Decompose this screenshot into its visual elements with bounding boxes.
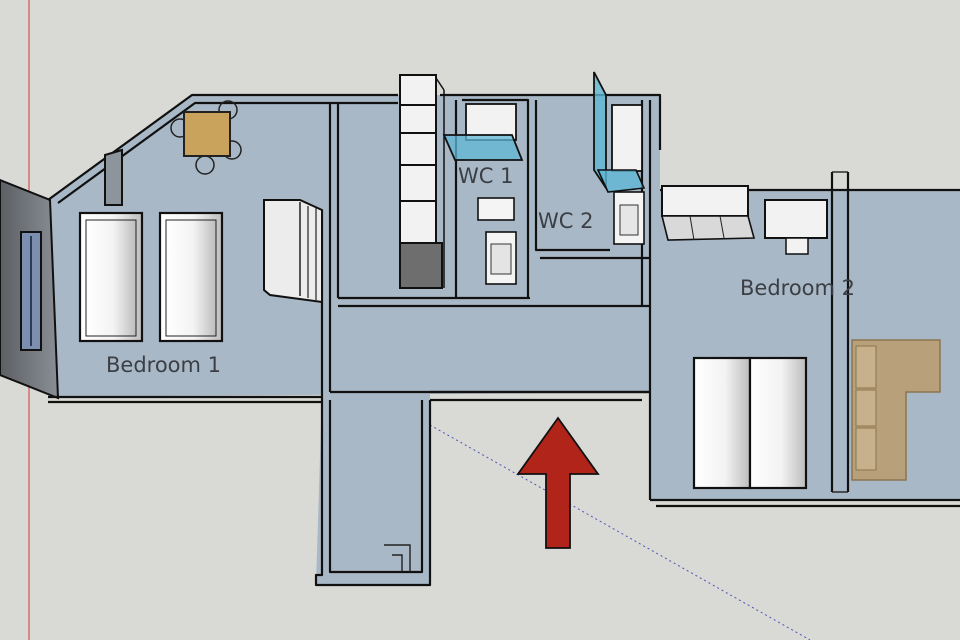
dining-set xyxy=(170,100,242,175)
interior-walls xyxy=(320,98,850,493)
entrance-arrow-icon xyxy=(516,416,600,549)
tall-cabinet-stack xyxy=(399,74,445,289)
corridor-walls xyxy=(314,392,432,587)
entrance-corridor-floor xyxy=(316,392,430,585)
dining-table xyxy=(183,111,231,157)
bedroom2-dresser xyxy=(661,185,749,217)
bed-2a xyxy=(692,356,752,490)
bedroom1-beds xyxy=(78,211,224,343)
wc1-fixtures xyxy=(442,103,524,285)
wc2-fixtures xyxy=(593,71,646,245)
bedroom2-furniture xyxy=(660,185,941,490)
room-label-bedroom2: Bedroom 2 xyxy=(740,276,855,300)
room-label-bedroom1: Bedroom 1 xyxy=(106,353,221,377)
exterior-walls xyxy=(47,93,960,508)
bedroom2-desk xyxy=(764,199,828,239)
bed-2b xyxy=(748,356,808,490)
bedroom1-wardrobe xyxy=(263,199,323,304)
room-label-wc1: WC 1 xyxy=(458,164,513,188)
wc1-glass-shower xyxy=(442,134,524,161)
diagonal-wall-extrusion xyxy=(104,148,123,206)
room-label-wc2: WC 2 xyxy=(538,209,593,233)
